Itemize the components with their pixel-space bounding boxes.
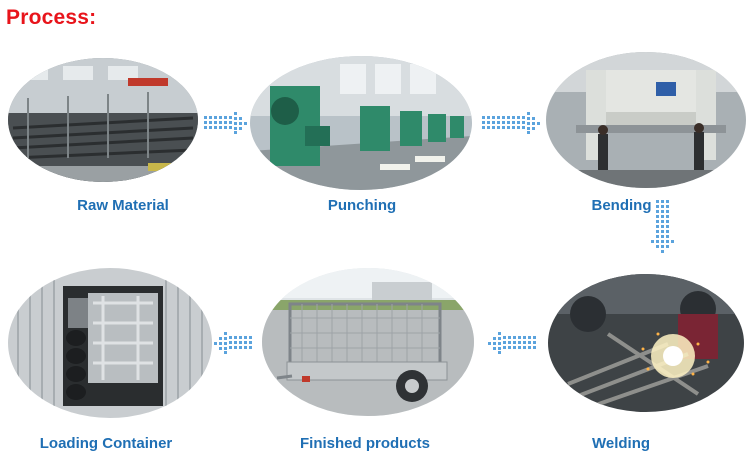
step-label-bending: Bending <box>591 197 652 214</box>
dotted-arrow-right-icon <box>204 112 248 134</box>
bending-photo <box>546 52 746 188</box>
raw-material-photo <box>8 58 198 182</box>
welding-photo <box>548 274 744 412</box>
dotted-arrow-right-icon <box>482 112 542 134</box>
step-label-welding: Welding <box>591 435 651 452</box>
step-label-finished-products: Finished products <box>299 435 430 452</box>
finished-products-photo <box>262 268 474 416</box>
loading-container-photo <box>8 268 212 418</box>
punching-photo <box>250 56 472 190</box>
step-label-punching: Punching <box>327 197 397 214</box>
step-label-raw-material: Raw Material <box>77 197 169 214</box>
page-title: Process: <box>6 6 97 29</box>
dotted-arrow-down-icon <box>650 200 676 262</box>
step-label-loading-container: Loading Container <box>39 435 173 452</box>
dotted-arrow-left-icon <box>214 332 256 354</box>
dotted-arrow-left-icon <box>488 332 540 354</box>
